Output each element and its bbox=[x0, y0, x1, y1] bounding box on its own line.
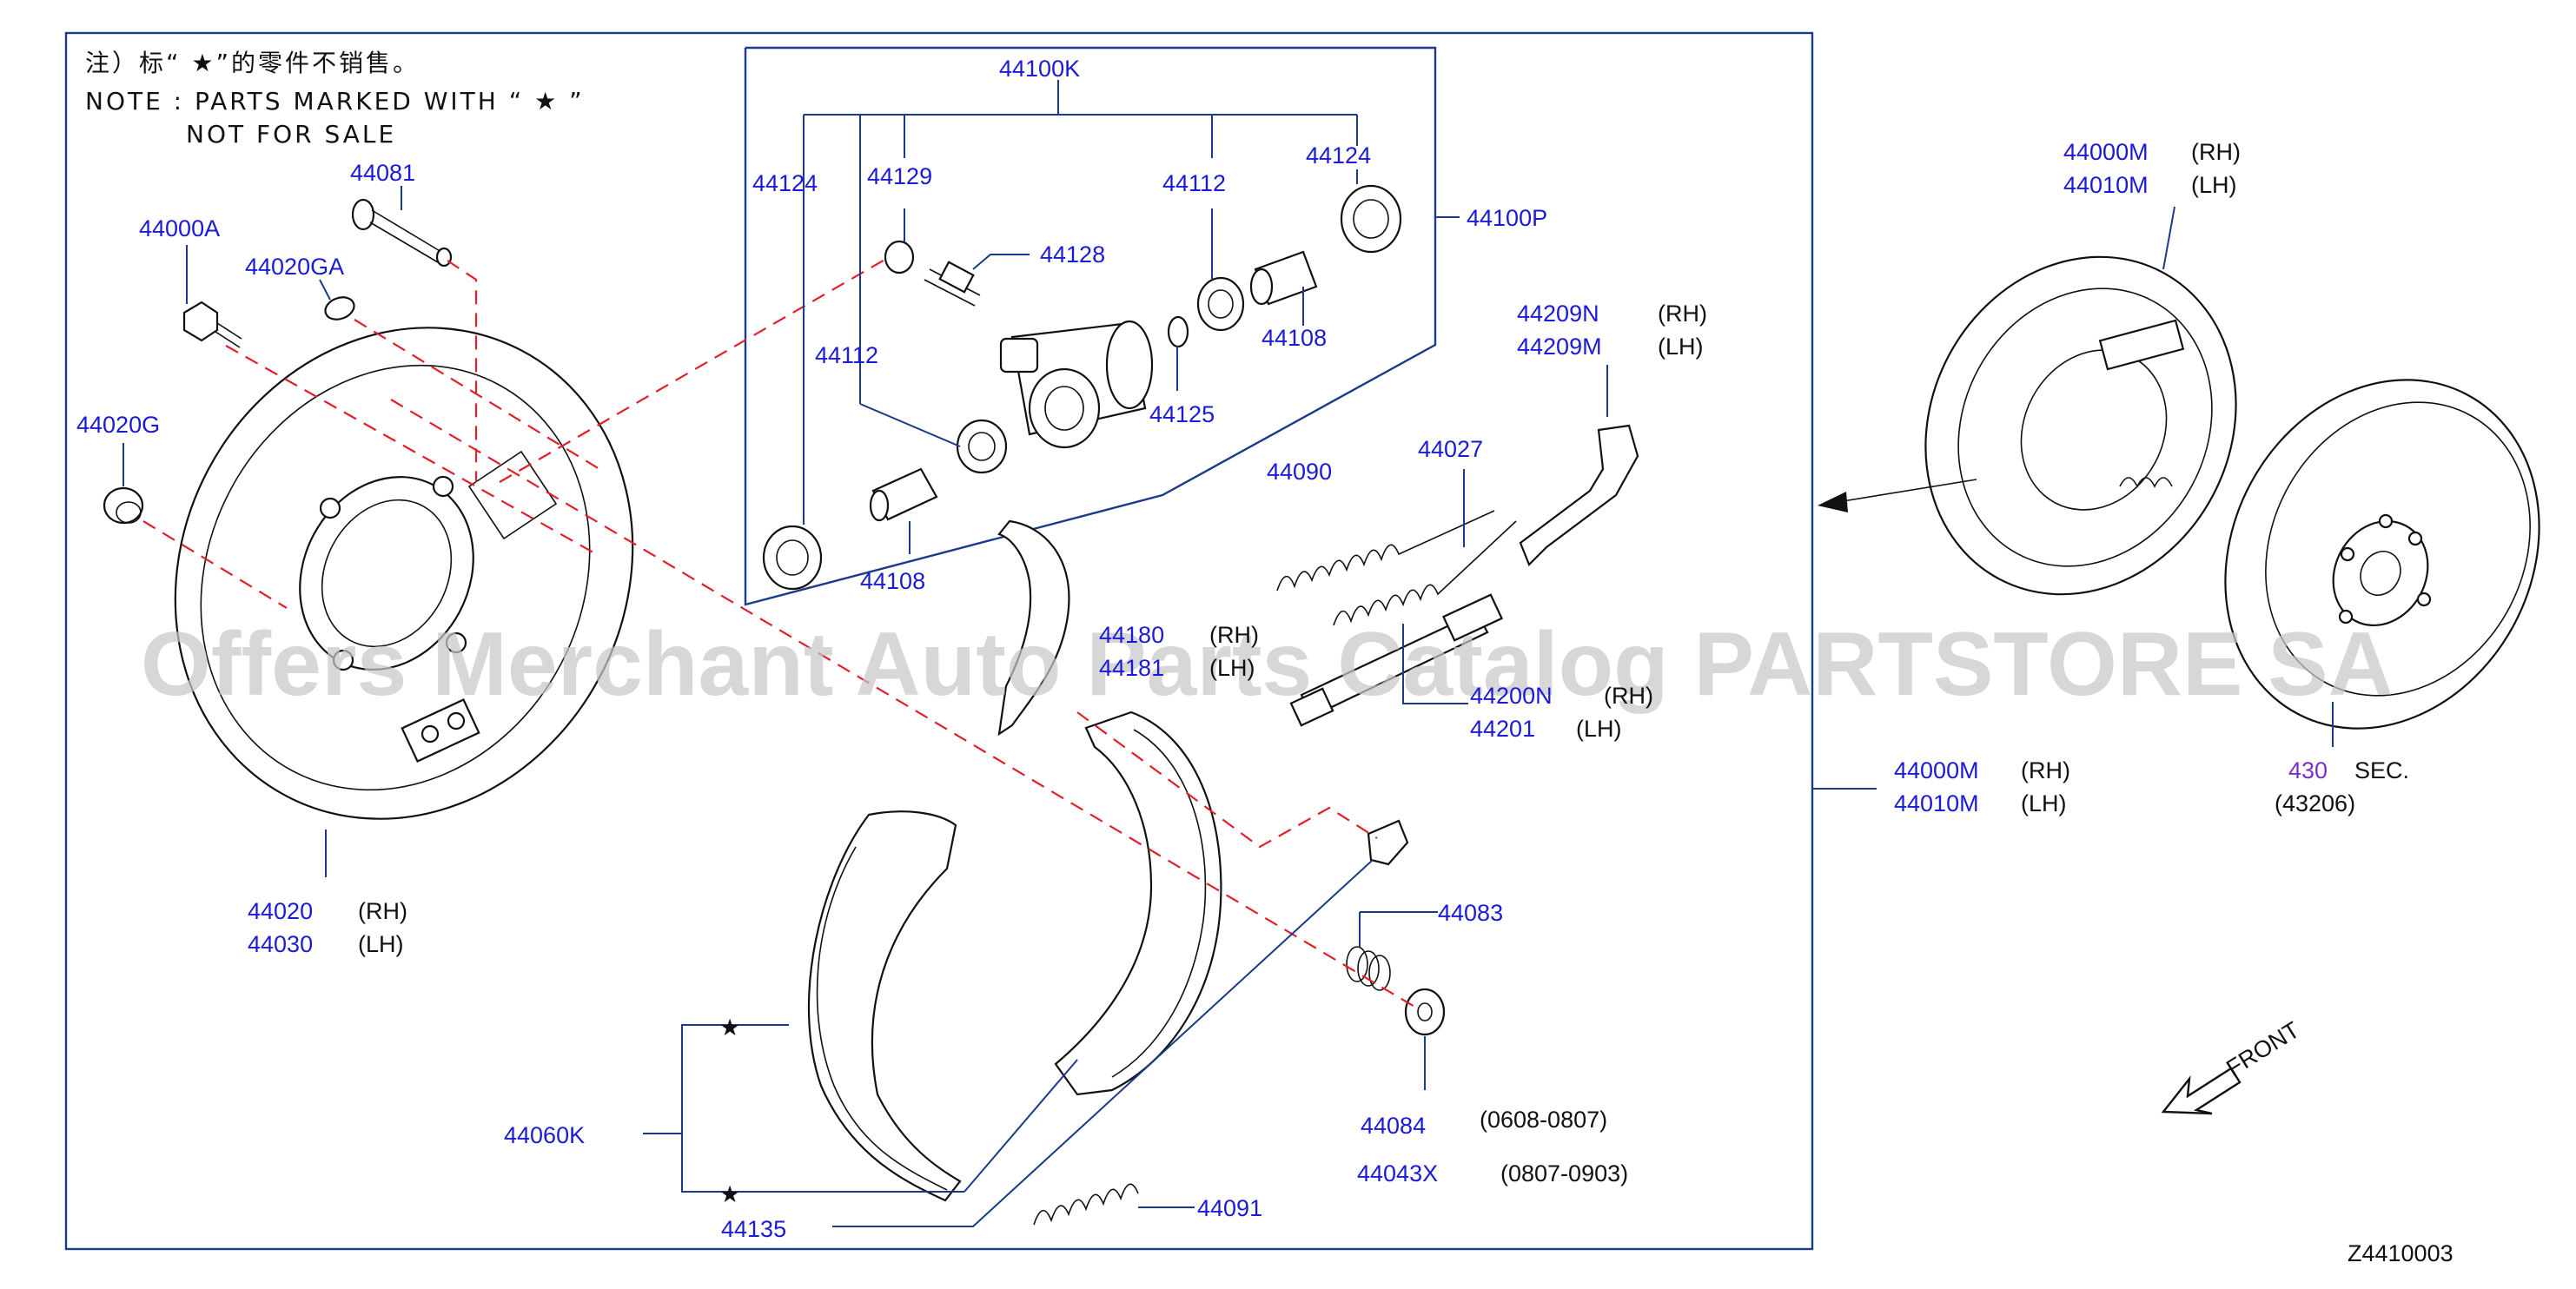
qualifier-44010M-inner-lh: (LH) bbox=[2021, 790, 2067, 816]
cup-44084 bbox=[1404, 988, 1446, 1036]
label-44000M-outer: 44000M bbox=[2063, 139, 2149, 165]
label-44000A: 44000A bbox=[139, 215, 220, 241]
label-44180: 44180 bbox=[1099, 622, 1164, 648]
label-44083: 44083 bbox=[1438, 900, 1503, 926]
wheel-cylinder bbox=[999, 320, 1154, 449]
label-44112-right: 44112 bbox=[1162, 170, 1226, 196]
label-44100K: 44100K bbox=[999, 56, 1080, 82]
lever-44180 bbox=[997, 519, 1070, 737]
label-44027: 44027 bbox=[1418, 436, 1483, 462]
label-44124-left: 44124 bbox=[752, 170, 818, 196]
section-label: SEC. bbox=[2354, 757, 2409, 783]
qualifier-44209N-rh: (RH) bbox=[1658, 301, 1707, 327]
front-arrow-icon bbox=[2161, 1067, 2242, 1115]
qualifier-44200N-rh: (RH) bbox=[1604, 683, 1653, 709]
label-44209M: 44209M bbox=[1517, 334, 1602, 360]
label-44181: 44181 bbox=[1099, 655, 1164, 681]
star-lower-shoe: ★ bbox=[719, 1181, 740, 1207]
label-44030: 44030 bbox=[248, 931, 313, 957]
brake-drum bbox=[2224, 379, 2540, 730]
label-44090: 44090 bbox=[1267, 459, 1332, 485]
piston-cup-44124-right bbox=[1340, 184, 1402, 254]
plug-44020GA bbox=[324, 296, 355, 321]
cap-44129 bbox=[884, 240, 915, 274]
label-44112-left: 44112 bbox=[815, 342, 878, 368]
piston-cup-44124-left bbox=[762, 525, 823, 591]
diagram-frame bbox=[64, 31, 1814, 1251]
qualifier-44020-rh: (RH) bbox=[358, 898, 407, 924]
label-44060K: 44060K bbox=[504, 1122, 585, 1148]
spring-44027 bbox=[1333, 520, 1517, 626]
spring-44083 bbox=[1346, 946, 1391, 991]
note-chinese: 注）标“ ★”的零件不销售。 bbox=[85, 49, 420, 77]
bolt-44000A bbox=[182, 301, 242, 348]
bleeder-44128 bbox=[924, 261, 981, 307]
brake-shoe-rear bbox=[1054, 711, 1222, 1096]
section-reference: (43206) bbox=[2275, 790, 2355, 816]
boot-44108-right bbox=[1249, 250, 1318, 306]
note-line2: NOT FOR SALE bbox=[186, 120, 396, 149]
label-44128: 44128 bbox=[1040, 241, 1105, 268]
qualifier-44209M-lh: (LH) bbox=[1658, 334, 1704, 360]
boot-44108-left bbox=[869, 467, 938, 522]
label-44000M-inner: 44000M bbox=[1894, 757, 1979, 783]
qualifier-44000M-outer-rh: (RH) bbox=[2191, 139, 2241, 165]
qualifier-44181-lh: (LH) bbox=[1209, 655, 1255, 681]
label-44124-right: 44124 bbox=[1306, 142, 1371, 169]
dashed-leaders bbox=[142, 258, 1417, 1008]
qualifier-44180-rh: (RH) bbox=[1209, 622, 1259, 648]
wheel-cylinder-frame bbox=[744, 46, 1437, 606]
label-44201: 44201 bbox=[1470, 716, 1535, 742]
section-number: 430 bbox=[2288, 757, 2328, 783]
piston-44112-left bbox=[956, 419, 1008, 474]
assembly-arrow bbox=[1837, 479, 1977, 503]
assembly-arrowhead bbox=[1818, 492, 1848, 512]
label-44200N: 44200N bbox=[1470, 683, 1553, 709]
label-44100P: 44100P bbox=[1467, 205, 1547, 231]
piston-44112-right bbox=[1196, 276, 1245, 332]
brake-assembly bbox=[1924, 255, 2237, 596]
spring-44090 bbox=[1276, 510, 1495, 592]
spring-44091 bbox=[1033, 1183, 1139, 1226]
label-44010M-outer: 44010M bbox=[2063, 172, 2149, 198]
qualifier-44201-lh: (LH) bbox=[1576, 716, 1622, 742]
diagram-code: Z4410003 bbox=[2348, 1240, 2453, 1266]
adjuster-44200N bbox=[1289, 593, 1503, 727]
washer-44125 bbox=[1167, 315, 1189, 348]
watermark: Offers Merchant Auto Parts Catalog PARTS… bbox=[141, 614, 2394, 715]
label-44108-left: 44108 bbox=[860, 568, 925, 594]
leader-lines bbox=[123, 80, 2334, 1227]
label-44043X: 44043X bbox=[1357, 1160, 1438, 1187]
label-44020: 44020 bbox=[248, 898, 313, 924]
front-label: FRONT bbox=[2222, 1016, 2304, 1081]
label-44129: 44129 bbox=[867, 163, 932, 189]
backing-plate bbox=[174, 327, 634, 820]
qualifier-44010M-outer-lh: (LH) bbox=[2191, 172, 2237, 198]
brake-shoe-front bbox=[807, 810, 962, 1202]
date-44084: (0608-0807) bbox=[1480, 1107, 1607, 1133]
qualifier-44000M-inner-rh: (RH) bbox=[2021, 757, 2070, 783]
star-upper-shoe: ★ bbox=[719, 1015, 740, 1041]
note-line1: NOTE : PARTS MARKED WITH “ ★ ” bbox=[85, 87, 585, 116]
label-44209N: 44209N bbox=[1517, 301, 1599, 327]
label-44020GA: 44020GA bbox=[245, 254, 344, 280]
label-44125: 44125 bbox=[1149, 401, 1215, 427]
label-44135: 44135 bbox=[721, 1216, 786, 1242]
qualifier-44030-lh: (LH) bbox=[358, 931, 404, 957]
label-44108-right: 44108 bbox=[1262, 325, 1327, 351]
lever-44209N bbox=[1519, 424, 1639, 566]
retainer-44043X bbox=[1367, 819, 1409, 866]
label-44084: 44084 bbox=[1361, 1113, 1426, 1139]
grommet-44020G bbox=[103, 486, 144, 525]
date-44043X: (0807-0903) bbox=[1500, 1160, 1628, 1187]
label-44091: 44091 bbox=[1197, 1195, 1262, 1221]
label-44010M-inner: 44010M bbox=[1894, 790, 1979, 816]
label-44081: 44081 bbox=[350, 160, 415, 186]
label-44020G: 44020G bbox=[76, 412, 160, 438]
